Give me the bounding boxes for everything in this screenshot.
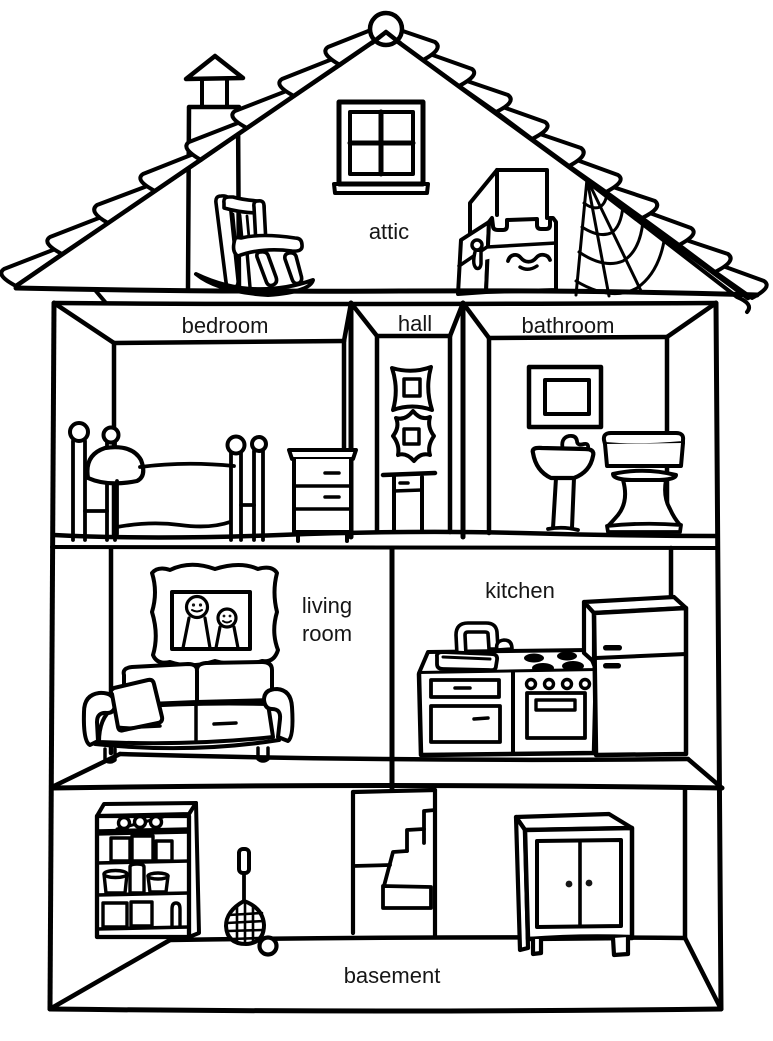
svg-text:hall: hall bbox=[398, 311, 432, 336]
svg-text:attic: attic bbox=[369, 219, 409, 244]
svg-text:bedroom: bedroom bbox=[182, 313, 269, 338]
svg-text:kitchen: kitchen bbox=[485, 578, 555, 603]
svg-text:basement: basement bbox=[344, 963, 441, 988]
svg-text:living: living bbox=[302, 593, 352, 618]
svg-text:bathroom: bathroom bbox=[522, 313, 615, 338]
svg-text:room: room bbox=[302, 621, 352, 646]
